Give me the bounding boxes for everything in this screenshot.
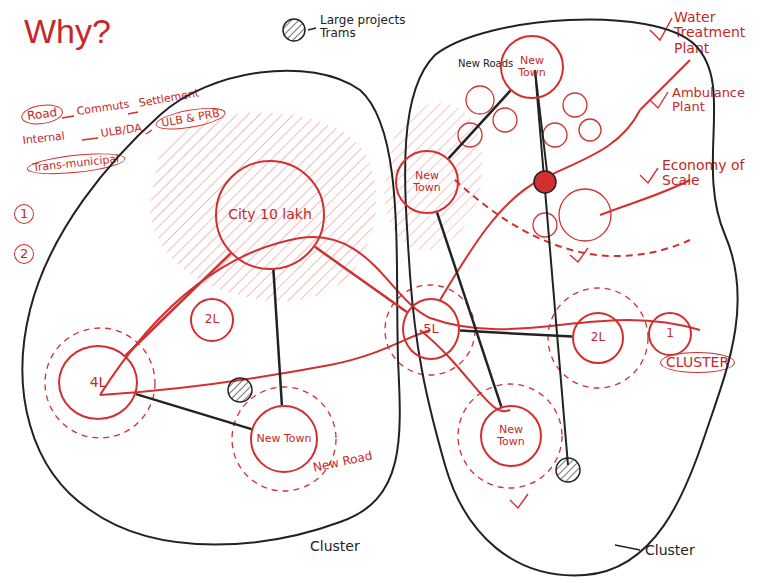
settlement-circle: 4L [58, 345, 138, 420]
urban-spread [384, 103, 482, 251]
cluster-boundary [405, 20, 738, 576]
settlement-label: 5L [420, 322, 442, 336]
note-label: Commuts [76, 99, 130, 118]
note-label: Road [20, 102, 64, 127]
settlement-circle: 1 [648, 312, 692, 356]
legend-text: Large projects Trams [320, 14, 410, 40]
leader-line [615, 545, 640, 550]
connector-line [437, 212, 501, 406]
circle-text: 2L [588, 331, 608, 344]
cluster-label: Cluster [310, 538, 360, 554]
connector-line [449, 91, 511, 159]
note-label: 2 [14, 244, 34, 264]
circle-text: 4L [87, 375, 110, 390]
cluster-region: Cluster5LNew TownNew Town2L1New Town [395, 15, 750, 580]
settlement-rings [45, 86, 648, 491]
connector-line [126, 253, 231, 355]
connector-line [460, 331, 572, 337]
connector-line [136, 394, 251, 429]
circle-text: 5L [420, 322, 442, 336]
note-dash [62, 18, 672, 508]
note-label: 1 [14, 204, 34, 224]
connector-line [273, 270, 282, 405]
circle-text: New Town [397, 170, 457, 194]
settlement-circle: City 10 lakh [215, 160, 325, 270]
note-label: New Roads [458, 58, 513, 69]
settlement-label: New Town [253, 433, 314, 445]
settlement-circle: New Town [250, 405, 318, 473]
urban-spread [150, 113, 376, 302]
large-project-symbol [534, 171, 556, 193]
settlement-circle: 2L [572, 312, 624, 364]
circle-text: 1 [663, 327, 677, 340]
road-network [100, 60, 700, 411]
circle-text: New Town [253, 433, 314, 445]
tram-line [535, 70, 568, 465]
note-label: Internal [22, 131, 65, 147]
settlement-label: New Town [502, 55, 562, 79]
settlement-label: 2L [202, 313, 222, 326]
circle-text: New Town [502, 55, 562, 79]
cluster-label: Cluster [645, 542, 695, 558]
settlement-label: New Town [397, 170, 457, 194]
note-label: Economy of Scale [662, 158, 752, 189]
settlement-circle: New Town [480, 405, 542, 467]
note-label: New Road [312, 450, 374, 475]
settlement-circle: 2L [190, 298, 234, 342]
connector-line [315, 247, 407, 312]
legend-dash [308, 28, 316, 30]
settlement-circle: 5L [402, 298, 460, 360]
circle-text: New Town [482, 424, 540, 448]
cluster-outline [395, 15, 750, 580]
note-label: Ambulance Plant [672, 86, 762, 115]
cluster-boundary [23, 71, 400, 545]
note-label: Water Treatment Plant [674, 10, 764, 56]
legend-swatch [283, 19, 305, 41]
settlement-circle: New Town [395, 150, 459, 214]
large-project-symbol [556, 458, 580, 482]
settlement-circle: New Town [500, 35, 564, 99]
circle-text: City 10 lakh [225, 207, 315, 222]
large-project-symbol [228, 378, 252, 402]
circle-text: 2L [202, 313, 222, 326]
cluster-region: Cluster City 10 lakh 2L 4L New Town [10, 60, 410, 565]
settlement-label: 2L [588, 331, 608, 344]
settlement-label: City 10 lakh [225, 207, 315, 222]
settlement-label: 1 [663, 327, 677, 340]
settlement-label: 4L [87, 375, 110, 390]
diagram-title: Why? [24, 14, 111, 48]
settlement-label: New Town [482, 424, 540, 448]
